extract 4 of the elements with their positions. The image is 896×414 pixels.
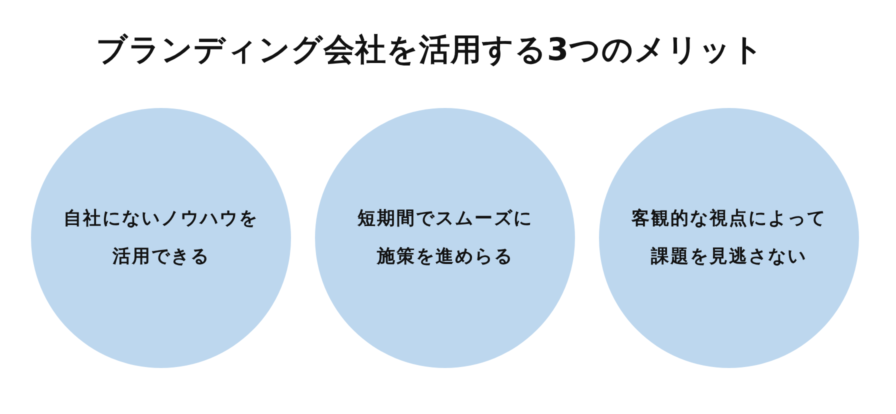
benefit-circle: 短期間でスムーズに施策を進めらる <box>315 108 575 368</box>
title: ブランディング会社を活用する3つのメリット <box>94 31 766 70</box>
benefit-circle: 客観的な視点によって課題を見逃さない <box>599 108 859 368</box>
benefit-circle: 自社にないノウハウを活用できる <box>31 108 291 368</box>
